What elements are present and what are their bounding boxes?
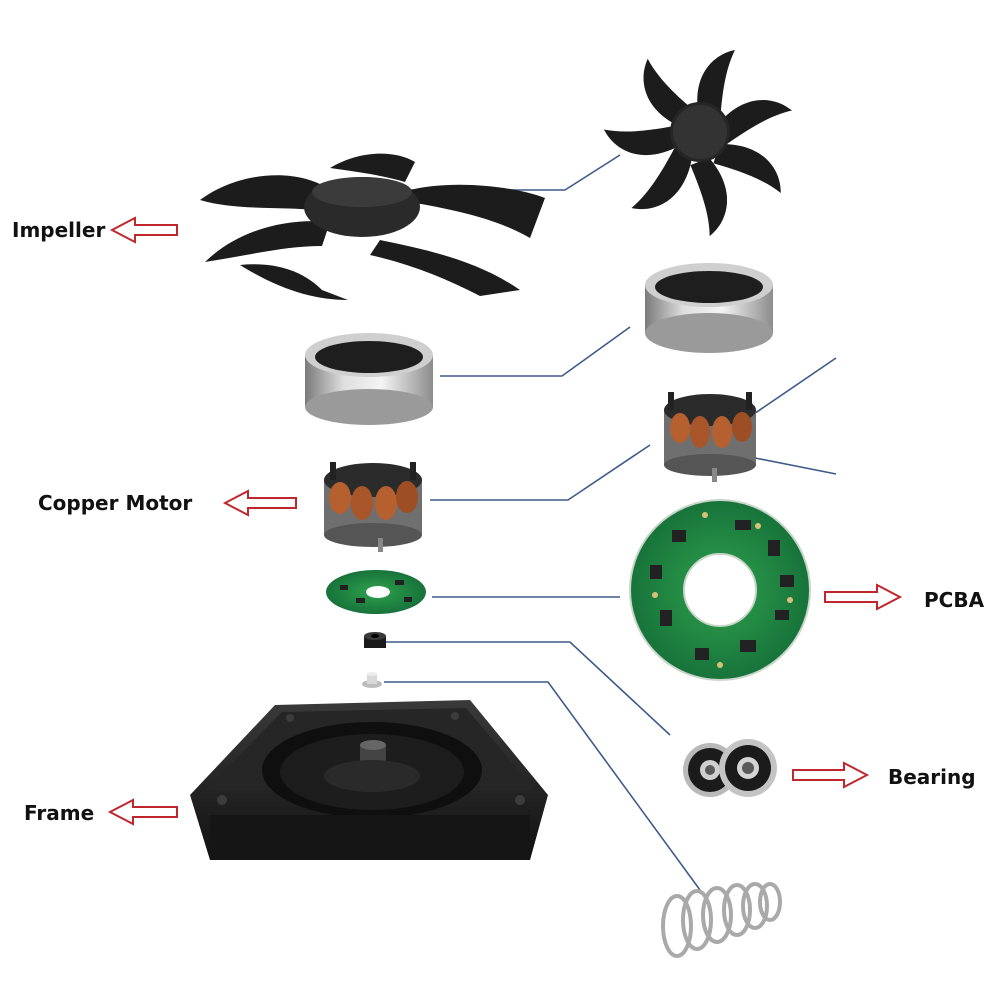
steel-ring-icon	[305, 333, 433, 425]
fan-impeller-front-icon	[604, 50, 792, 237]
arrow-frame-icon	[107, 798, 178, 826]
arrow-impeller-icon	[109, 216, 178, 244]
leader-line-ring	[440, 326, 631, 377]
leader-line-motor-right-b	[744, 455, 837, 475]
leader-line-motor-right-a	[747, 357, 837, 419]
ball-bearing-icon	[683, 739, 777, 797]
fan-frame-icon	[190, 700, 548, 860]
fan-impeller-icon	[200, 153, 545, 300]
steel-ring-icon	[645, 263, 773, 353]
label-bearing: Bearing	[888, 765, 976, 789]
stator-coil-icon	[324, 462, 422, 552]
stator-coil-icon	[664, 392, 756, 482]
leader-line-bearing	[385, 641, 671, 736]
circuit-board-icon	[629, 499, 811, 681]
leader-line-impeller	[410, 154, 621, 191]
circuit-board-icon	[326, 570, 426, 614]
leader-line-motor	[430, 444, 651, 501]
coil-spring-icon	[661, 882, 782, 958]
leader-line-spring	[384, 681, 701, 891]
label-frame: Frame	[24, 801, 95, 825]
leader-lines	[384, 154, 837, 891]
arrow-copper-motor-icon	[222, 489, 297, 517]
label-impeller: Impeller	[12, 218, 106, 242]
washer-icon	[362, 672, 382, 688]
arrow-bearing-icon	[792, 761, 870, 789]
label-pcba: PCBA	[924, 588, 985, 612]
label-copper-motor: Copper Motor	[38, 491, 193, 515]
bushing-icon	[364, 632, 386, 648]
arrow-pcba-icon	[824, 583, 903, 611]
